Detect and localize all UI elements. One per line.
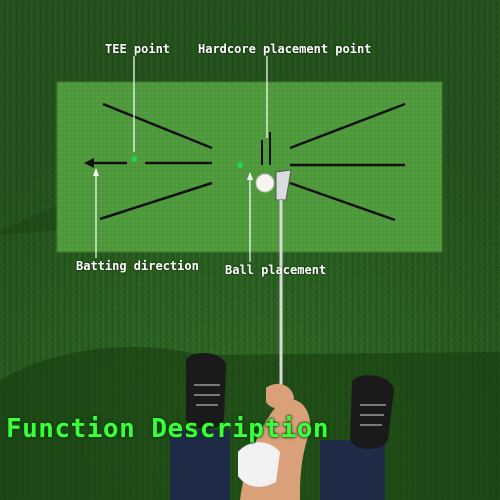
hardcore-point-marker [237, 162, 243, 168]
tee-point-label: TEE point [105, 42, 171, 56]
left-shoe [186, 353, 226, 429]
right-leg [320, 440, 385, 500]
golf-ball [255, 173, 275, 193]
tee-point-marker [131, 156, 137, 162]
hardcore-point-label: Hardcore placement point [198, 42, 372, 56]
ball-placement-label: Ball placement [225, 263, 327, 277]
club-head [275, 169, 292, 201]
batting-direction-label: Batting direction [76, 259, 199, 273]
function-description-title: Function Description [6, 414, 330, 444]
left-leg [170, 430, 230, 500]
glove [238, 442, 280, 487]
right-shoe [350, 375, 394, 449]
